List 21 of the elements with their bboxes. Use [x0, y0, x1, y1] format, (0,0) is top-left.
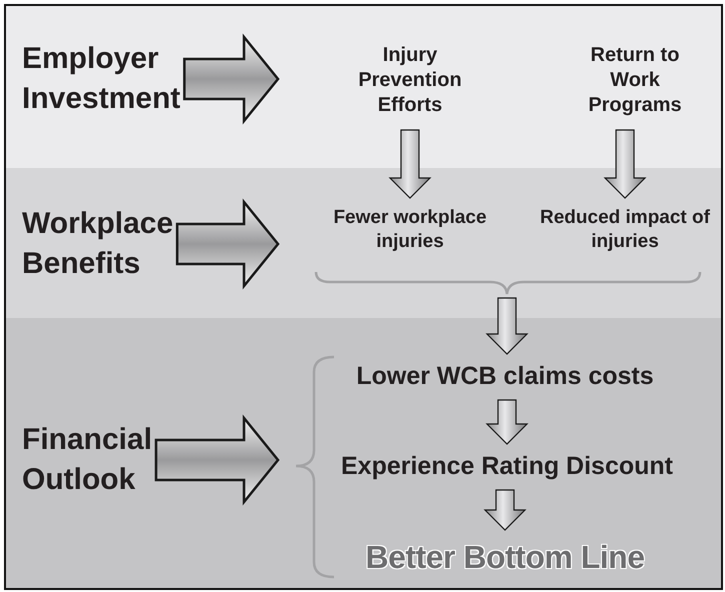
outcome-text: Reduced impact of injuries: [539, 206, 711, 254]
result-text: Better Bottom Line: [366, 538, 644, 577]
band-background: [6, 6, 721, 168]
band-background: [6, 318, 721, 588]
row-heading: Employer Investment: [22, 40, 180, 117]
block-arrow: [486, 297, 528, 355]
outcome-text: Experience Rating Discount: [340, 451, 674, 482]
row-heading: Financial Outlook: [22, 422, 152, 498]
block-arrow: [486, 399, 528, 445]
block-arrow: [154, 414, 280, 506]
row-heading: Workplace Benefits: [22, 206, 174, 282]
block-arrow: [484, 489, 526, 531]
block-arrow: [604, 129, 646, 199]
outcome-text: Lower WCB claims costs: [356, 361, 654, 392]
block-arrow: [388, 129, 432, 199]
outcome-text: Injury Prevention Efforts: [357, 42, 463, 118]
outcome-text: Fewer workplace injuries: [332, 206, 488, 254]
block-arrow: [183, 33, 280, 125]
block-arrow: [176, 198, 280, 290]
band-background: [6, 168, 721, 318]
outcome-text: Return to Work Programs: [587, 42, 683, 118]
